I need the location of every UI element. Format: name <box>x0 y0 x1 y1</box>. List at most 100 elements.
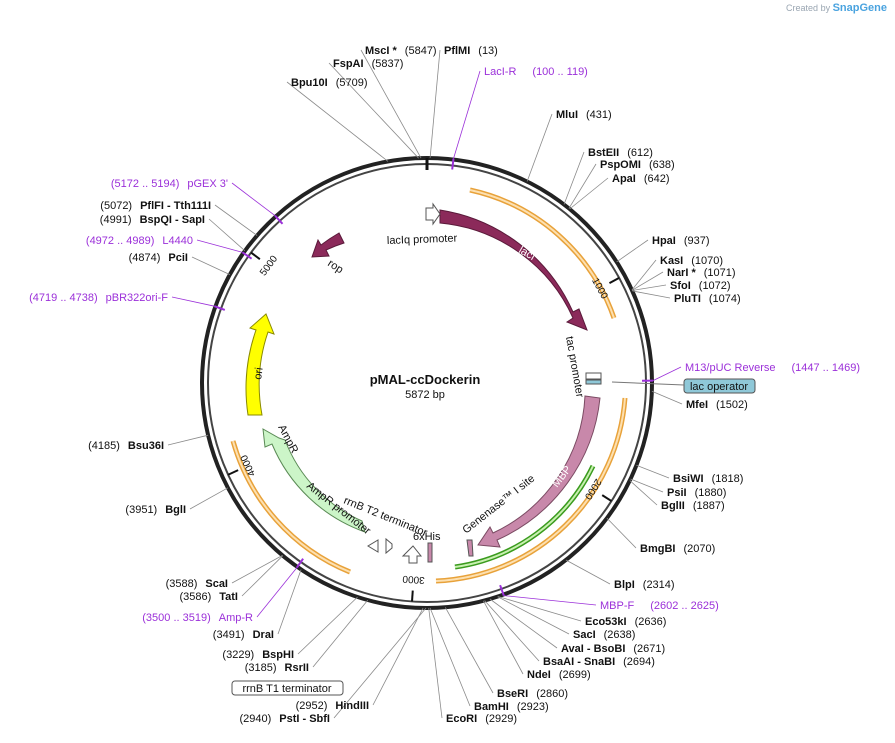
enzyme-site-ndei[interactable]: NdeI(2699) <box>527 669 591 681</box>
enzyme-site-bsteii[interactable]: BstEII(612) <box>588 147 653 159</box>
enzyme-name: PspOMI <box>600 159 641 171</box>
enzyme-site-ecori[interactable]: EcoRI(2929) <box>446 713 517 725</box>
primer-laci-r[interactable]: LacI-R(100 .. 119) <box>484 66 588 78</box>
enzyme-position: (1887) <box>693 500 725 512</box>
enzyme-site-hpai[interactable]: HpaI(937) <box>652 235 710 247</box>
enzyme-position: (3491) <box>213 629 245 641</box>
enzyme-site-pflfi-tth111i[interactable]: PflFI - Tth111I(5072) <box>100 200 211 212</box>
tick-mark-5000 <box>251 253 260 260</box>
leader-eco53ki <box>498 597 581 622</box>
leader-bsu36i <box>168 435 208 445</box>
enzyme-site-kasi[interactable]: KasI(1070) <box>660 255 723 267</box>
enzyme-site-bsu36i[interactable]: Bsu36I(4185) <box>88 440 164 452</box>
primer-mark-laci-r <box>452 159 453 170</box>
enzyme-site-scai[interactable]: ScaI(3588) <box>166 578 228 590</box>
primer-name: M13/pUC Reverse <box>685 362 775 374</box>
primer-labels-layer: LacI-R(100 .. 119) M13/pUC Reverse(1447 .… <box>29 66 860 624</box>
rrnB-t2-terminator-glyph[interactable] <box>403 546 421 563</box>
primer-range: (2602 .. 2625) <box>650 600 719 612</box>
enzyme-site-nari[interactable]: NarI *(1071) <box>667 267 736 279</box>
enzyme-name: PciI <box>168 252 188 264</box>
enzyme-name: Bsu36I <box>128 440 164 452</box>
leader-pcii <box>192 257 230 275</box>
enzyme-position: (2694) <box>623 656 655 668</box>
enzyme-position: (2952) <box>296 700 328 712</box>
feature-lacI-arrow[interactable] <box>440 210 587 330</box>
enzyme-site-psii[interactable]: PsiI(1880) <box>667 487 726 499</box>
primer-range: (100 .. 119) <box>532 66 587 78</box>
enzyme-name: ApaI <box>612 173 636 185</box>
enzyme-site-eco53ki[interactable]: Eco53kI(2636) <box>585 616 666 628</box>
primer-l4440[interactable]: L4440(4972 .. 4989) <box>86 235 193 247</box>
enzyme-site-bgli[interactable]: BglI(3951) <box>125 504 186 516</box>
leader-avai-bsobi <box>490 599 557 648</box>
enzyme-site-sfoi[interactable]: SfoI(1072) <box>670 280 731 292</box>
enzyme-name: BsiWI <box>673 473 704 485</box>
enzyme-site-bsiwi[interactable]: BsiWI(1818) <box>673 473 743 485</box>
enzyme-site-tati[interactable]: TatI(3586) <box>179 591 238 603</box>
enzyme-site-drai[interactable]: DraI(3491) <box>213 629 274 641</box>
enzyme-site-rsrii[interactable]: RsrII(3185) <box>245 662 309 674</box>
feature-label-ori: ori <box>252 367 266 381</box>
enzyme-position: (4991) <box>100 214 132 226</box>
enzyme-site-mlui[interactable]: MluI(431) <box>556 109 612 121</box>
6xhis-glyph[interactable] <box>428 543 432 562</box>
primer-amp-r[interactable]: Amp-R(3500 .. 3519) <box>142 612 253 624</box>
enzyme-name: MscI * <box>365 45 398 57</box>
enzyme-site-pluti[interactable]: PluTI(1074) <box>674 293 741 305</box>
enzyme-name: BmgBI <box>640 543 675 555</box>
genenase-site-glyph[interactable] <box>467 540 473 556</box>
leader-saci <box>498 597 570 634</box>
primer-range: (4719 .. 4738) <box>29 292 98 304</box>
enzyme-name: PflFI - Tth111I <box>140 200 211 212</box>
enzyme-position: (1070) <box>691 255 723 267</box>
primer-pbr322ori-f[interactable]: pBR322ori-F(4719 .. 4738) <box>29 292 168 304</box>
lacIq-promoter-arrow[interactable] <box>426 204 440 224</box>
enzyme-site-bsphi[interactable]: BspHI(3229) <box>222 649 294 661</box>
feature-label-lacIq-promoter: lacIq promoter <box>387 233 458 247</box>
enzyme-site-pcii[interactable]: PciI (4874) <box>129 252 188 264</box>
enzyme-position: (4874) <box>129 252 161 264</box>
leader-hpai <box>617 240 648 262</box>
primer-range: (4972 .. 4989) <box>86 235 155 247</box>
enzyme-name: BspHI <box>262 649 294 661</box>
primer-leader-mbp-f <box>504 596 596 605</box>
enzyme-site-pspomi[interactable]: PspOMI(638) <box>600 159 675 171</box>
feature-mbp-arrow[interactable] <box>478 396 600 547</box>
primer-m13-puc-reverse[interactable]: M13/pUC Reverse(1447 .. 1469) <box>685 362 860 374</box>
ampr-promoter-glyph[interactable] <box>368 540 378 552</box>
tick-label-3000: 3000 <box>402 573 425 586</box>
leader-hindiii <box>373 608 423 705</box>
enzyme-site-fspai[interactable]: FspAI(5837) <box>333 58 403 70</box>
enzyme-site-saci[interactable]: SacI(2638) <box>573 629 635 641</box>
feature-rop-arrow[interactable] <box>312 233 344 257</box>
enzyme-site-bseri[interactable]: BseRI(2860) <box>497 688 568 700</box>
enzyme-site-bmgbi[interactable]: BmgBI(2070) <box>640 543 715 555</box>
ampr-promoter-glyph-2[interactable] <box>386 539 392 553</box>
enzyme-site-psti-sbfi[interactable]: PstI - SbfI(2940) <box>239 713 330 725</box>
enzyme-site-mfei[interactable]: MfeI(1502) <box>686 399 748 411</box>
lac-operator-glyph[interactable] <box>586 380 601 384</box>
enzyme-site-bpu10i[interactable]: Bpu10I(5709) <box>291 77 367 89</box>
feature-label-rop: rop <box>325 257 345 276</box>
enzyme-site-bglii[interactable]: BglII(1887) <box>661 500 725 512</box>
primer-pgex-3[interactable]: pGEX 3'(5172 .. 5194) <box>111 178 228 190</box>
branding-prefix: Created by <box>786 3 830 13</box>
primer-mbp-f[interactable]: MBP-F(2602 .. 2625) <box>600 600 719 612</box>
enzyme-name: HindIII <box>335 700 369 712</box>
enzyme-site-bsaai-snabi[interactable]: BsaAI - SnaBI(2694) <box>543 656 655 668</box>
enzyme-site-apai[interactable]: ApaI(642) <box>612 173 670 185</box>
enzyme-position: (2699) <box>559 669 591 681</box>
enzyme-site-blpi[interactable]: BlpI(2314) <box>614 579 675 591</box>
enzyme-site-pflmi[interactable]: PflMI(13) <box>444 45 498 57</box>
enzyme-site-avai-bsobi[interactable]: AvaI - BsoBI(2671) <box>561 643 665 655</box>
enzyme-position: (3951) <box>125 504 157 516</box>
enzyme-site-bspqi-sapi[interactable]: BspQI - SapI(4991) <box>100 214 205 226</box>
enzyme-site-bamhi[interactable]: BamHI(2923) <box>474 701 549 713</box>
enzyme-site-hindiii[interactable]: HindIII (2952) <box>296 700 369 712</box>
enzyme-site-msci[interactable]: MscI *(5847) <box>365 45 437 57</box>
leader-blpi <box>566 560 610 584</box>
tac-promoter-glyph[interactable] <box>586 373 601 379</box>
feature-ori-arrow[interactable] <box>246 314 274 415</box>
